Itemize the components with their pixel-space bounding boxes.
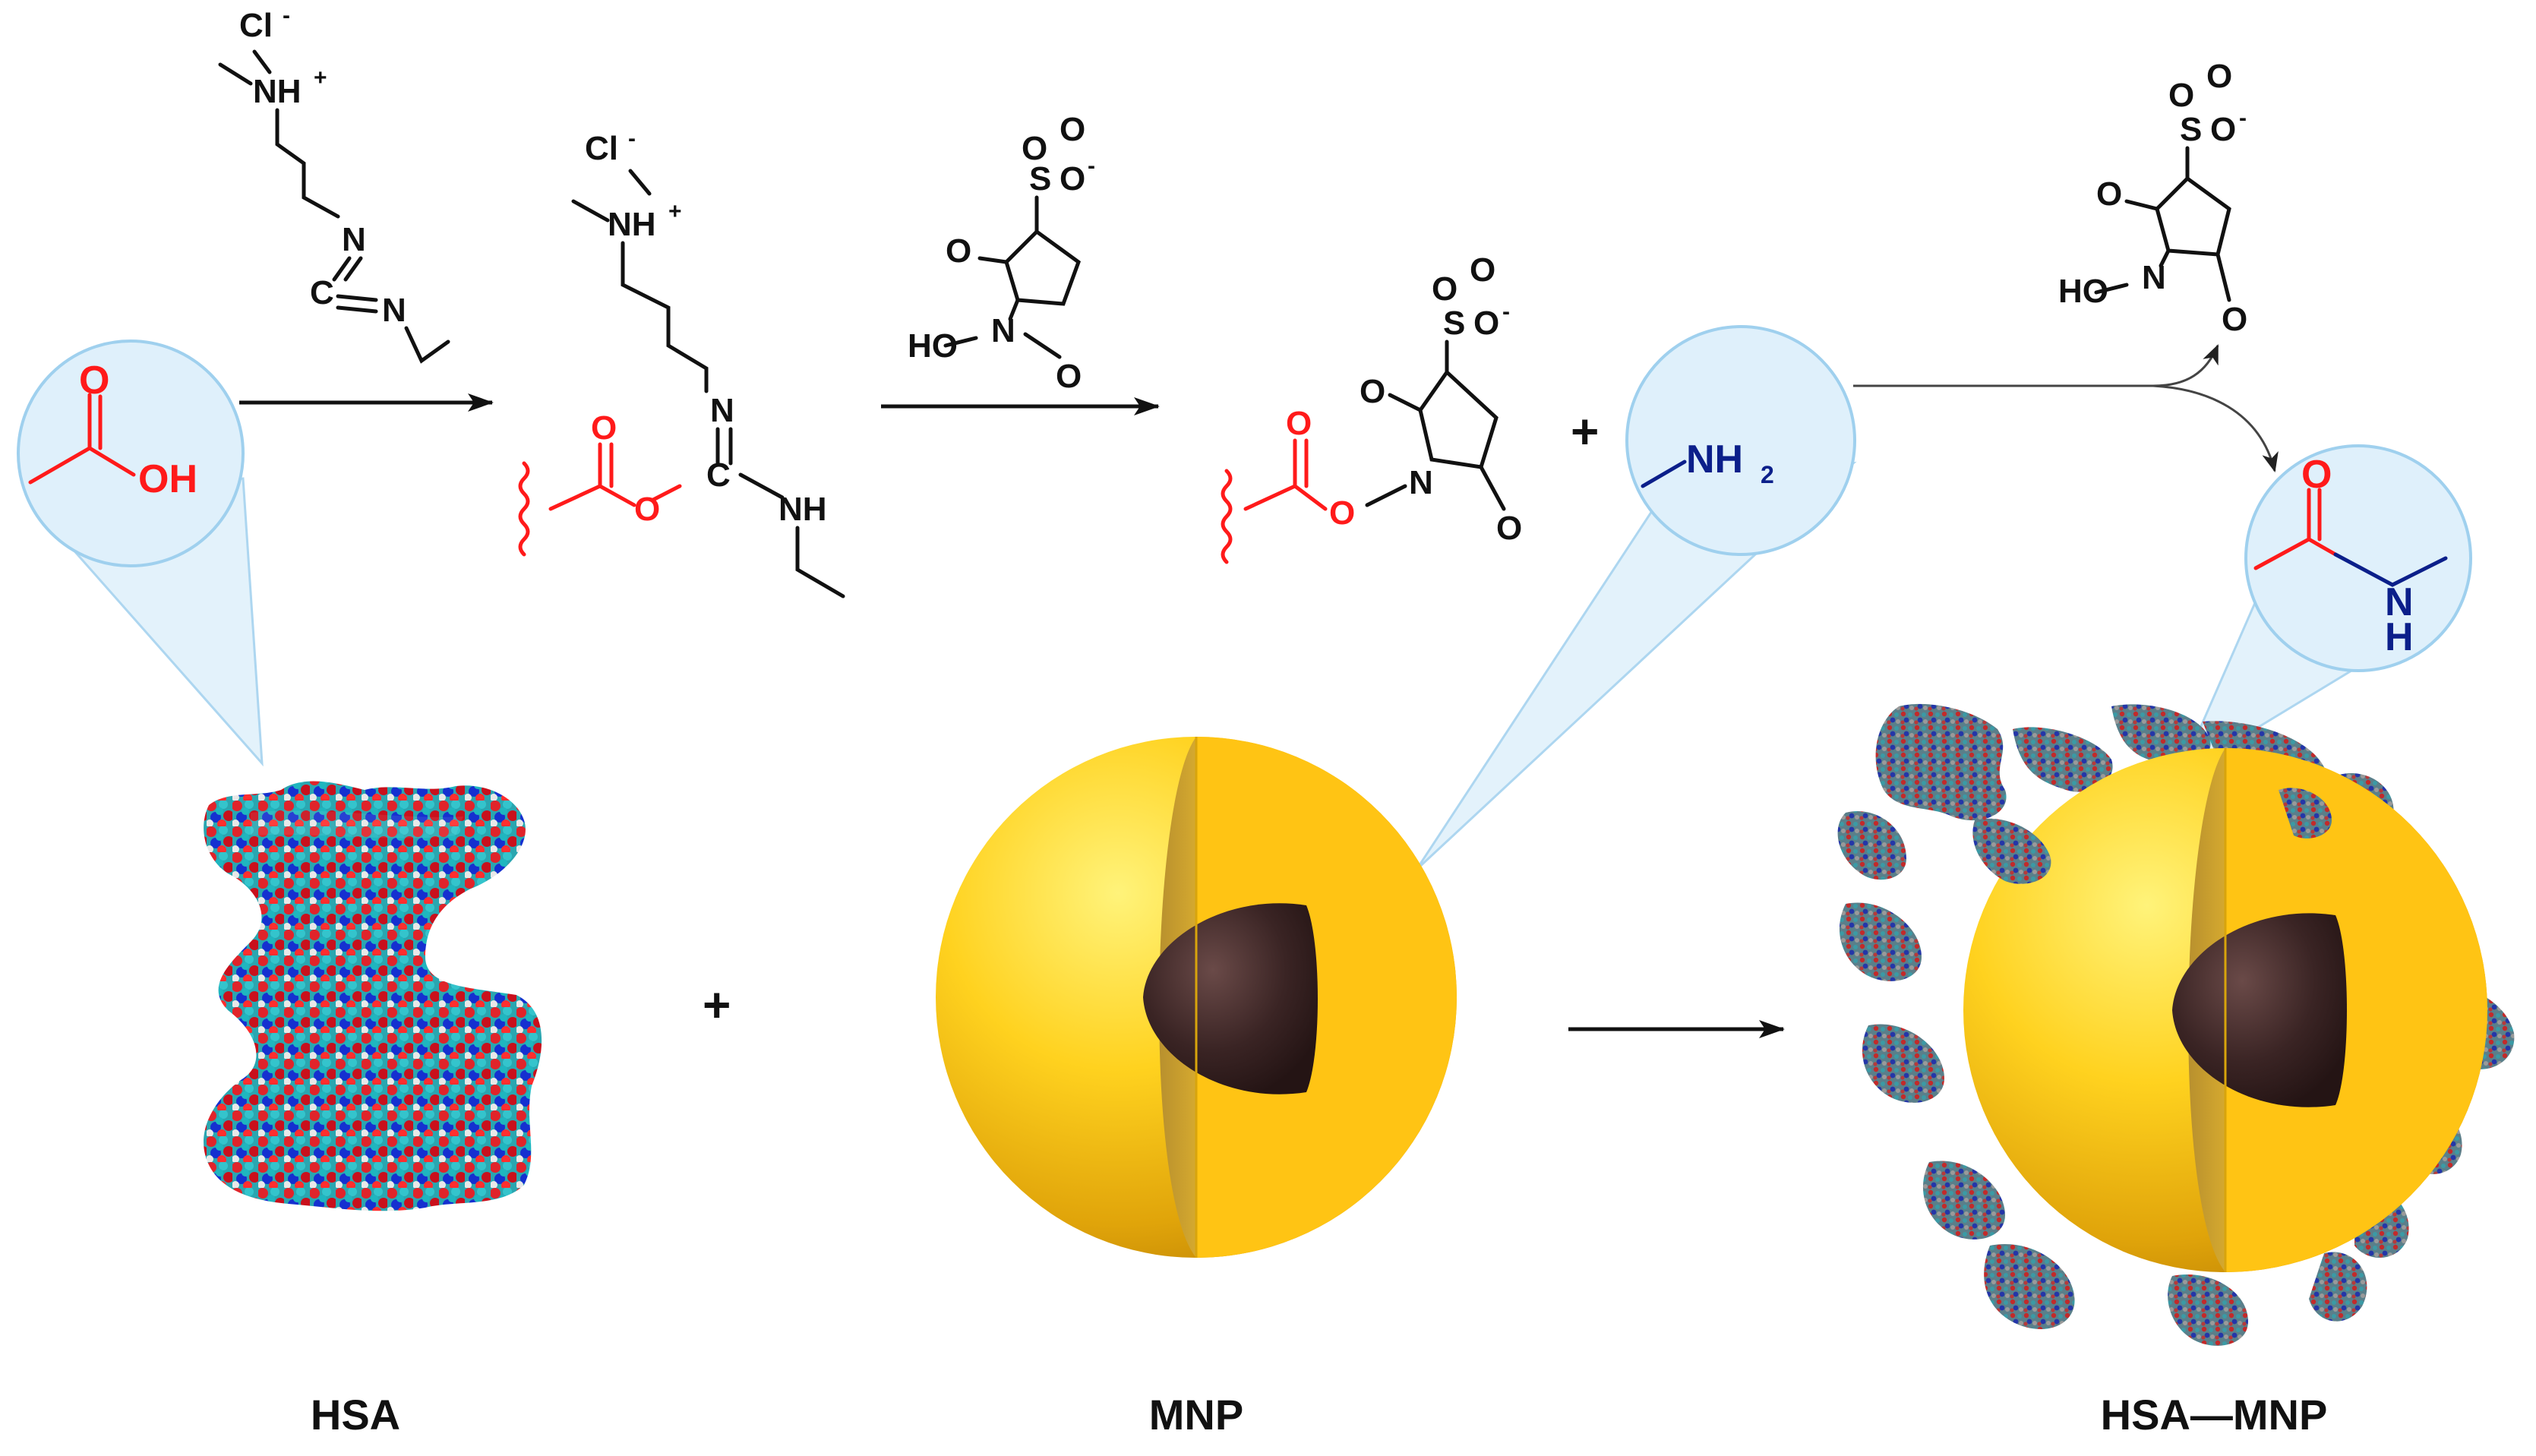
svg-text:HO: HO (2058, 273, 2108, 310)
svg-text:O: O (1473, 305, 1499, 342)
svg-text:S: S (1443, 305, 1465, 342)
sulfo-nhs-ester: O O S O - O N O O O (1221, 251, 1522, 564)
zoom-circle-amide (2244, 444, 2472, 672)
svg-text:O: O (1060, 111, 1085, 148)
svg-text:N: N (382, 292, 406, 329)
zoom-circle-amine (1625, 325, 1856, 556)
svg-text:N: N (991, 312, 1015, 349)
reaction-arrow-3 (1853, 344, 2219, 387)
svg-text:+: + (668, 199, 682, 224)
amide-n-label: N (2385, 580, 2414, 624)
carboxylic-acid-group: O OH (28, 358, 197, 501)
svg-text:-: - (283, 3, 290, 28)
svg-text:O: O (1470, 251, 1495, 289)
o-acylisourea-intermediate: Cl - NH + N C NH O O (518, 126, 845, 599)
svg-text:O: O (1496, 510, 1522, 547)
svg-text:-: - (1088, 153, 1095, 178)
amide-o-label: O (2301, 453, 2332, 497)
svg-text:Cl: Cl (585, 130, 618, 167)
hsa-mnp-conjugate (1837, 703, 2515, 1346)
edc-reagent: Cl - NH + N C N (218, 3, 450, 364)
svg-text:O: O (1360, 373, 1385, 410)
svg-text:O: O (1060, 160, 1085, 197)
mnp-core-hemisphere (1143, 903, 1318, 1094)
svg-text:+: + (314, 65, 327, 90)
zoom-circle-carboxyl (17, 340, 245, 567)
svg-text:O: O (2168, 77, 2194, 114)
svg-text:N: N (710, 392, 734, 429)
svg-text:HO: HO (908, 327, 958, 365)
svg-text:O: O (1056, 358, 1082, 395)
svg-text:O: O (591, 409, 617, 447)
carboxyl-o-label: O (79, 358, 109, 403)
svg-text:O: O (1329, 494, 1355, 532)
svg-text:O: O (2096, 175, 2122, 213)
svg-text:O: O (946, 232, 971, 270)
conjugate-core (2172, 913, 2347, 1107)
amine-subscript: 2 (1761, 461, 1774, 488)
label-hsa-mnp: HSA—MNP (2101, 1391, 2328, 1439)
released-sulfo-nhs: O O S O - O N HO O (2058, 58, 2247, 338)
svg-text:-: - (628, 126, 636, 151)
svg-text:-: - (1502, 299, 1510, 324)
svg-text:N: N (2142, 259, 2166, 296)
amide-h-label: H (2385, 615, 2414, 659)
svg-text:C: C (706, 456, 731, 494)
svg-text:O: O (1286, 405, 1312, 442)
svg-text:S: S (2180, 111, 2202, 148)
amine-group: NH 2 (1641, 437, 1774, 488)
hsa-protein-structure (204, 781, 542, 1211)
svg-text:O: O (2210, 111, 2236, 148)
svg-text:NH: NH (253, 73, 302, 110)
plus-sign-upper: + (1571, 404, 1599, 459)
label-hsa: HSA (311, 1391, 400, 1439)
amide-bond-group: O N H (2253, 453, 2448, 659)
mnp-nanoparticle (936, 737, 1457, 1258)
svg-text:N: N (1409, 464, 1433, 501)
svg-text:Cl: Cl (239, 7, 273, 44)
svg-text:C: C (310, 274, 334, 311)
amine-nh-label: NH (1686, 437, 1743, 482)
label-mnp: MNP (1149, 1391, 1243, 1439)
svg-text:O: O (1022, 130, 1047, 167)
plus-sign-middle: + (703, 978, 731, 1032)
carboxyl-oh-label: OH (138, 457, 197, 501)
svg-text:-: - (2239, 106, 2247, 131)
svg-text:O: O (1432, 270, 1457, 308)
svg-text:O: O (2206, 58, 2232, 95)
svg-text:N: N (342, 221, 366, 258)
sulfo-nhs-reagent: O O S O - O N HO O (908, 111, 1095, 395)
svg-text:S: S (1029, 160, 1051, 197)
reaction-arrow-3-branch (2152, 384, 2279, 472)
svg-text:NH: NH (608, 206, 656, 243)
svg-text:O: O (2222, 301, 2247, 338)
svg-text:NH: NH (778, 491, 827, 528)
svg-text:O: O (634, 491, 660, 528)
